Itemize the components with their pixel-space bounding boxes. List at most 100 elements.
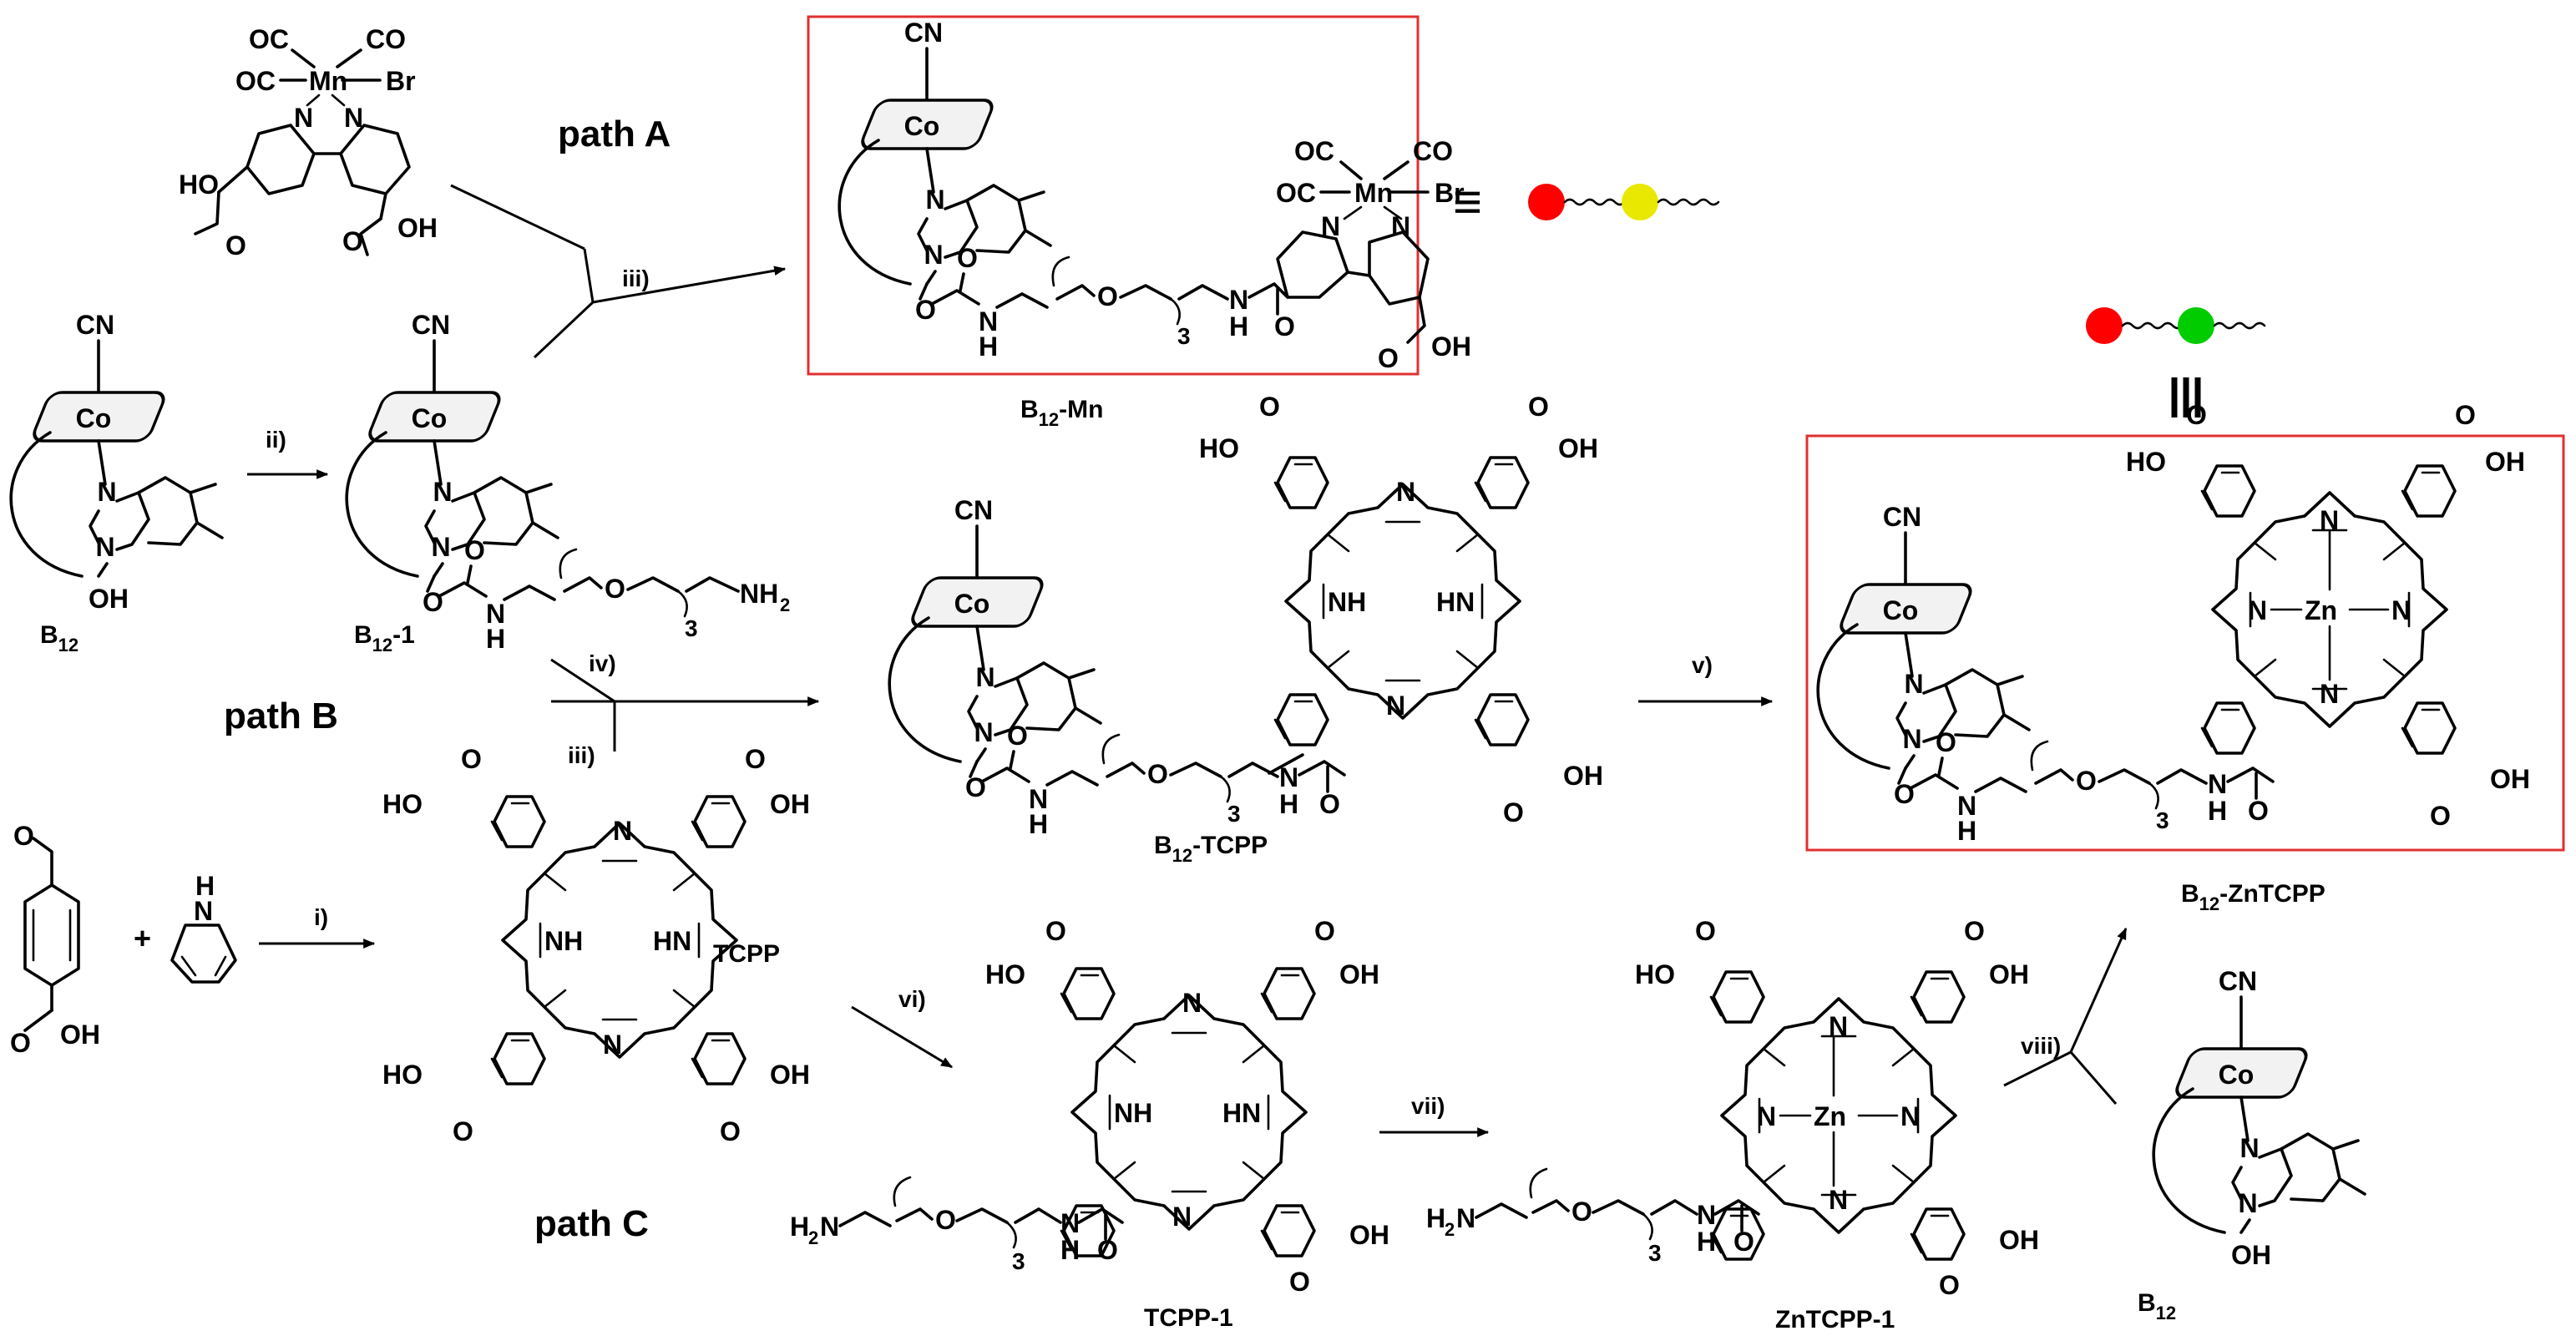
svg-text:N: N xyxy=(1456,1203,1475,1233)
svg-text:O: O xyxy=(423,587,443,617)
svg-text:2: 2 xyxy=(780,595,790,615)
svg-text:O: O xyxy=(10,1028,31,1058)
step-vi-arrow: vi) xyxy=(851,986,954,1069)
svg-text:OC: OC xyxy=(249,24,289,54)
b12-starting-material: OH xyxy=(9,308,224,614)
svg-text:N: N xyxy=(2208,769,2227,799)
svg-text:NH: NH xyxy=(740,579,778,609)
svg-text:O: O xyxy=(453,1116,473,1146)
svg-text:H: H xyxy=(1229,311,1248,342)
svg-text:HO: HO xyxy=(1635,959,1675,989)
svg-text:N: N xyxy=(2320,505,2339,535)
path-c-label: path C xyxy=(534,1203,649,1244)
svg-text:3: 3 xyxy=(1012,1248,1025,1274)
svg-text:HO: HO xyxy=(2126,447,2166,477)
svg-text:N: N xyxy=(1172,1202,1192,1232)
svg-text:NH: NH xyxy=(544,926,583,956)
svg-text:O: O xyxy=(2248,796,2269,826)
svg-text:N: N xyxy=(2320,679,2339,709)
svg-text:N: N xyxy=(294,103,313,133)
svg-text:O: O xyxy=(2455,400,2476,430)
zntcpp-1-peg-linker: H 2 N O 3 N H O xyxy=(1426,1167,1760,1266)
svg-text:3: 3 xyxy=(2156,807,2169,833)
step-v-arrow: v) xyxy=(1638,652,1774,706)
svg-text:N: N xyxy=(1182,988,1202,1018)
svg-text:N: N xyxy=(1060,1208,1080,1238)
svg-text:i): i) xyxy=(314,904,328,930)
svg-text:N: N xyxy=(1829,1185,1848,1215)
svg-text:O: O xyxy=(915,295,936,325)
svg-text:Br: Br xyxy=(1435,178,1465,208)
path-b-arrows: iv) iii) xyxy=(550,650,820,768)
svg-text:O: O xyxy=(1733,1227,1754,1257)
b12-mn-box xyxy=(807,15,1420,376)
svg-text:O: O xyxy=(605,574,625,604)
svg-text:N: N xyxy=(1757,1101,1776,1131)
svg-text:O: O xyxy=(1528,392,1549,422)
svg-text:OH: OH xyxy=(1339,959,1379,989)
svg-text:Zn: Zn xyxy=(2305,595,2337,625)
tcpp-compound: N N NH HN HO O O OH HO O OH O xyxy=(382,744,810,1146)
svg-text:O: O xyxy=(935,1205,956,1235)
svg-text:HO: HO xyxy=(179,170,219,200)
svg-text:O: O xyxy=(1503,797,1524,827)
svg-text:HO: HO xyxy=(382,789,423,819)
b12-red-dot-2 xyxy=(2086,307,2123,344)
zntcpp-1-compound: N N N N Zn HO O O OH OH O xyxy=(1635,916,2039,1300)
svg-text:N: N xyxy=(613,816,632,846)
svg-text:O: O xyxy=(1964,916,1985,946)
svg-text:Br: Br xyxy=(386,66,416,96)
svg-text:vii): vii) xyxy=(1411,1093,1445,1119)
tcpp-1-compound: N N NH HN HO O O OH OH O xyxy=(985,916,1389,1297)
svg-text:O: O xyxy=(1007,721,1028,751)
svg-text:OH: OH xyxy=(1431,331,1471,362)
svg-text:O: O xyxy=(1289,1267,1310,1297)
svg-text:3: 3 xyxy=(1177,323,1191,349)
svg-text:N: N xyxy=(1391,211,1410,241)
svg-text:CO: CO xyxy=(366,24,406,54)
zntcpp-conjugate-schematic xyxy=(2086,307,2266,344)
label-tcpp-1: TCPP-1 xyxy=(1144,1304,1233,1332)
svg-text:O: O xyxy=(1097,281,1118,311)
svg-text:HN: HN xyxy=(1222,1098,1261,1128)
svg-text:O: O xyxy=(1378,343,1399,373)
svg-text:OH: OH xyxy=(397,213,438,243)
svg-text:OC: OC xyxy=(1276,178,1316,208)
svg-text:O: O xyxy=(13,821,34,851)
b12-reagent-bottom-right: OH xyxy=(2152,964,2366,1270)
svg-text:OH: OH xyxy=(1563,761,1603,791)
svg-text:O: O xyxy=(957,243,978,273)
mn-yellow-dot xyxy=(1622,184,1658,220)
svg-text:HO: HO xyxy=(985,959,1025,989)
svg-text:N: N xyxy=(1321,211,1340,241)
4-formylbenzoic-acid: O O OH xyxy=(10,821,100,1058)
svg-text:H: H xyxy=(979,331,998,362)
svg-text:O: O xyxy=(1939,1270,1960,1300)
svg-text:H: H xyxy=(1697,1227,1716,1257)
svg-text:O: O xyxy=(1571,1197,1592,1227)
svg-text:CO: CO xyxy=(1413,136,1453,166)
svg-text:Zn: Zn xyxy=(1814,1101,1846,1131)
svg-text:N: N xyxy=(2391,595,2411,625)
svg-text:OH: OH xyxy=(2485,447,2525,477)
label-tcpp: TCPP xyxy=(713,940,780,968)
svg-text:OH: OH xyxy=(2490,764,2530,794)
svg-text:O: O xyxy=(965,772,986,802)
svg-text:HO: HO xyxy=(382,1060,423,1090)
svg-text:N: N xyxy=(2248,595,2267,625)
path-b-label: path B xyxy=(224,696,338,736)
svg-text:H: H xyxy=(790,1212,809,1242)
svg-text:H: H xyxy=(1279,789,1298,819)
svg-text:3: 3 xyxy=(1648,1240,1662,1266)
b12-zntcpp-compound: O O N H O 3 N H O N N N N Zn xyxy=(1816,400,2530,846)
svg-text:OH: OH xyxy=(1558,433,1598,463)
b12-tcpp-compound: O O N H O 3 N H O N N NH HN xyxy=(888,392,1603,839)
svg-text:HO: HO xyxy=(1199,433,1239,463)
equiv-symbol-vertical xyxy=(2171,377,2201,417)
svg-text:H: H xyxy=(2208,796,2227,826)
label-b12-tcpp: B12-TCPP xyxy=(1154,832,1268,866)
svg-text:O: O xyxy=(461,744,482,774)
pyrrole: H N xyxy=(170,871,237,984)
svg-text:vi): vi) xyxy=(898,986,926,1012)
svg-text:O: O xyxy=(342,226,363,256)
